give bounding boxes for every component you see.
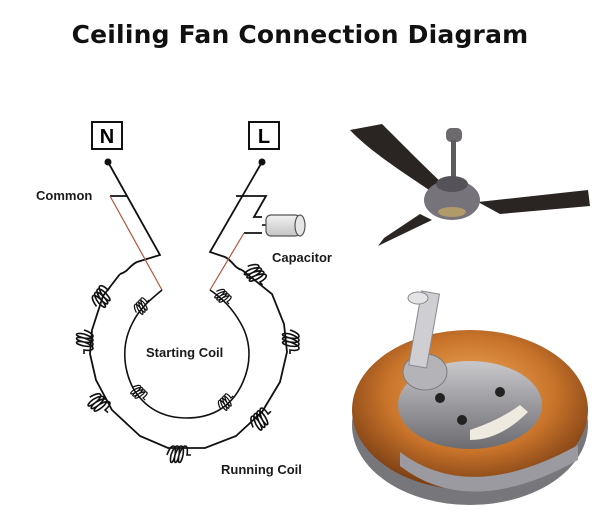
live-terminal: L xyxy=(248,121,280,166)
neutral-terminal: N xyxy=(91,121,123,166)
starting-coil xyxy=(124,289,250,419)
capacitor-icon xyxy=(262,214,306,237)
red-starting-wire-right xyxy=(209,232,245,291)
common-label: Common xyxy=(36,188,93,203)
capacitor-label: Capacitor xyxy=(272,250,332,265)
stator-image xyxy=(352,290,588,505)
neutral-wiring xyxy=(107,161,162,275)
ceiling-fan-image xyxy=(350,124,590,246)
diagram-title: Ceiling Fan Connection Diagram xyxy=(71,20,529,49)
running-coil-windings xyxy=(75,259,300,464)
neutral-terminal-label: N xyxy=(100,126,114,148)
live-wiring xyxy=(208,161,268,271)
red-starting-wire-left xyxy=(109,195,163,291)
starting-coil-label: Starting Coil xyxy=(146,345,224,360)
live-terminal-label: L xyxy=(258,126,270,148)
running-coil-label: Running Coil xyxy=(221,462,302,477)
